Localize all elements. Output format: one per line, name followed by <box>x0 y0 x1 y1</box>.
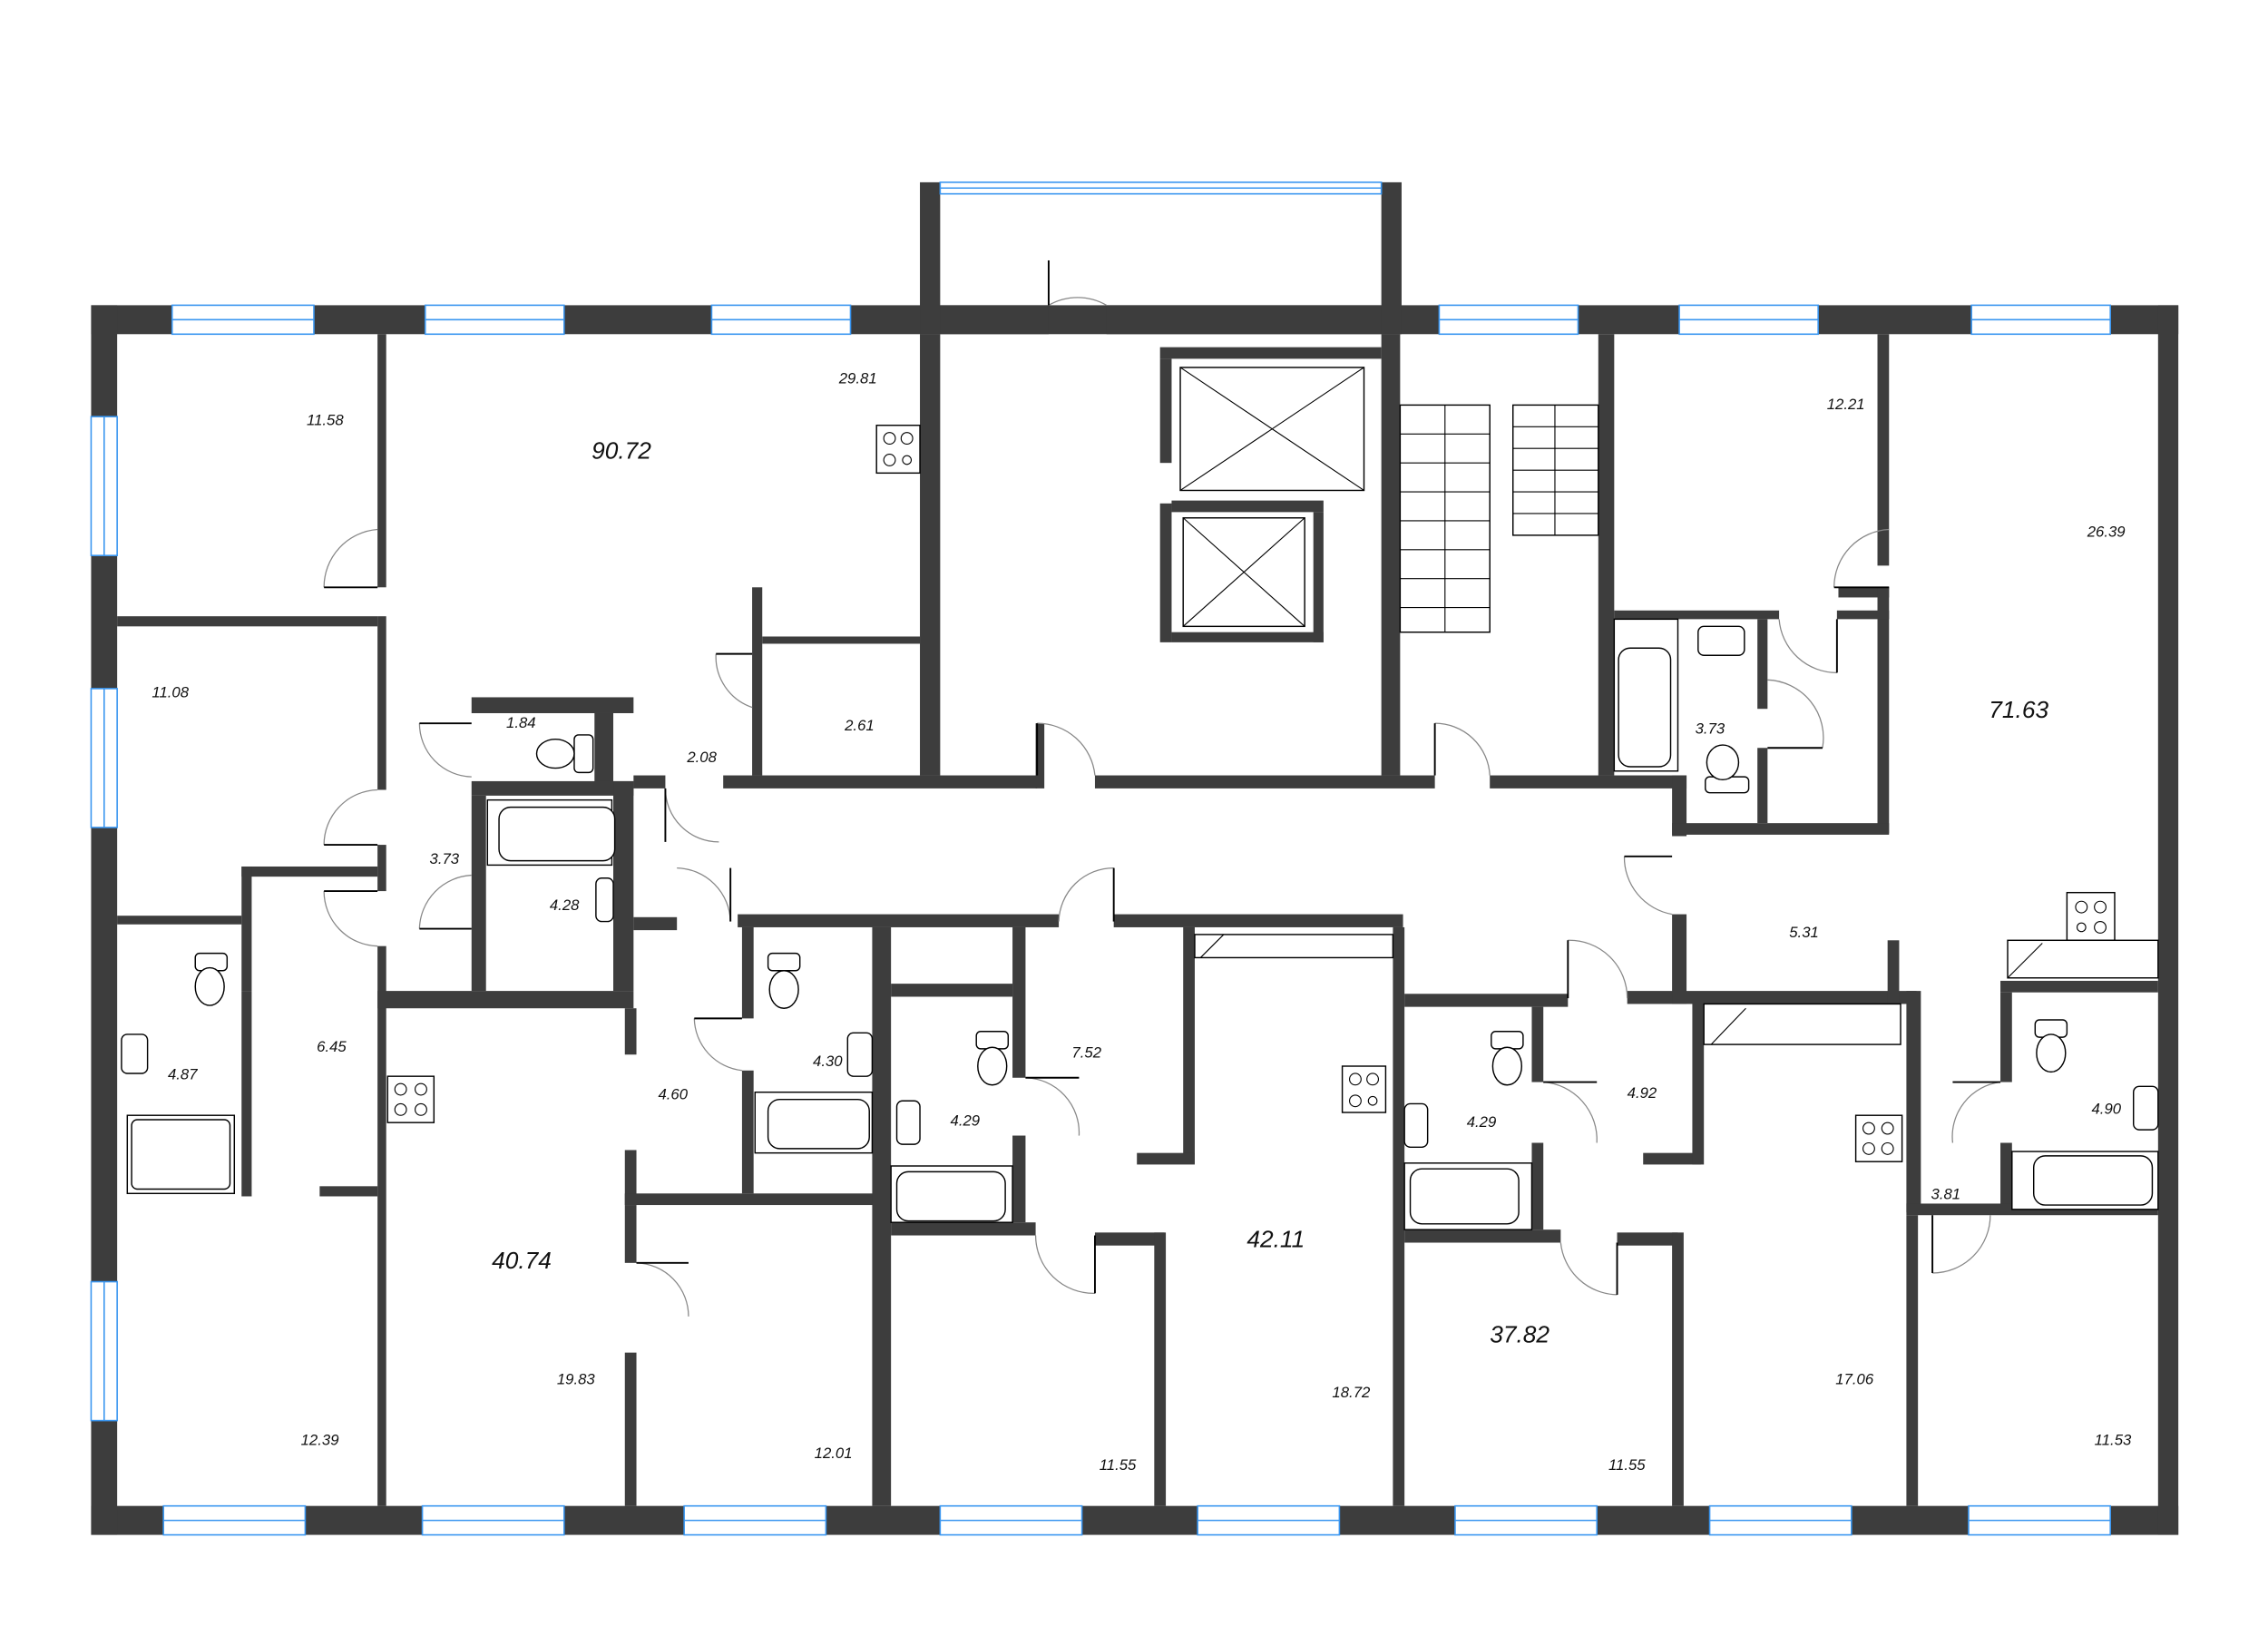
room-area: 19.83 <box>557 1371 596 1388</box>
apt-1-total-area: 90.72 <box>591 436 651 464</box>
room-area: 3.73 <box>430 850 460 867</box>
elevator-shafts <box>1179 367 1365 628</box>
toilet-icon <box>535 734 594 774</box>
toilet-icon <box>767 952 801 1009</box>
bathtub-icon <box>754 1091 874 1154</box>
room-area: 4.90 <box>2091 1101 2121 1118</box>
room-area: 12.39 <box>301 1432 339 1449</box>
room-area: 6.45 <box>317 1038 347 1055</box>
room-area: 12.01 <box>815 1445 853 1462</box>
bathtub-icon <box>1403 1162 1533 1230</box>
toilet-icon <box>194 952 229 1006</box>
room-area: 3.73 <box>1696 720 1725 737</box>
room-area: 11.58 <box>307 412 344 429</box>
room-area: 12.21 <box>1827 396 1865 413</box>
apt-2-total-area: 40.74 <box>492 1247 552 1274</box>
room-area-labels: 90.72 11.58 11.08 29.81 2.61 2.08 1.84 3… <box>152 369 2132 1473</box>
stove-icon <box>1341 1065 1387 1113</box>
toilet-icon <box>1491 1031 1524 1086</box>
room-area: 4.30 <box>813 1053 843 1070</box>
stove-icon <box>1854 1114 1903 1162</box>
apt-4-total-area: 37.82 <box>1490 1321 1549 1348</box>
room-area: 18.72 <box>1332 1384 1371 1401</box>
doors <box>323 260 2001 1317</box>
stove-icon <box>875 425 921 475</box>
room-area: 26.39 <box>2087 523 2126 540</box>
room-area: 11.55 <box>1100 1456 1137 1474</box>
room-area: 4.92 <box>1628 1084 1657 1102</box>
room-area: 3.81 <box>1931 1186 1961 1203</box>
room-area: 4.28 <box>550 896 580 914</box>
stove-icon <box>386 1075 435 1123</box>
stove-icon <box>2066 891 2116 942</box>
room-area: 5.31 <box>1789 924 1819 941</box>
room-area: 7.52 <box>1071 1043 1101 1061</box>
room-area: 11.08 <box>152 683 189 700</box>
toilet-icon <box>1705 744 1750 794</box>
room-area: 4.60 <box>658 1086 688 1103</box>
room-area: 1.84 <box>506 714 536 731</box>
room-area: 4.29 <box>951 1112 981 1129</box>
bathtub-icon <box>486 798 616 867</box>
room-area: 29.81 <box>838 369 877 387</box>
room-area: 4.87 <box>168 1065 198 1082</box>
outer-walls <box>91 181 2179 1535</box>
toilet-icon <box>2034 1019 2068 1073</box>
room-area: 17.06 <box>1835 1371 1874 1388</box>
bathtub-icon <box>890 1165 1013 1223</box>
room-area: 2.08 <box>686 749 717 766</box>
windows <box>90 181 2112 1536</box>
bathtub-icon <box>2011 1151 2159 1210</box>
toilet-icon <box>975 1031 1010 1086</box>
bathtub-icon <box>1613 618 1679 772</box>
room-area: 4.29 <box>1467 1113 1497 1131</box>
interior-walls <box>117 305 2158 1506</box>
apt-3-total-area: 42.11 <box>1246 1225 1305 1252</box>
apt-5-total-area: 71.63 <box>1989 696 2048 723</box>
room-area: 11.53 <box>2095 1432 2132 1449</box>
stairs <box>1399 404 1599 633</box>
room-area: 11.55 <box>1608 1456 1646 1474</box>
shower-icon <box>126 1114 236 1195</box>
room-area: 2.61 <box>844 717 875 734</box>
fixtures <box>121 425 2159 1230</box>
